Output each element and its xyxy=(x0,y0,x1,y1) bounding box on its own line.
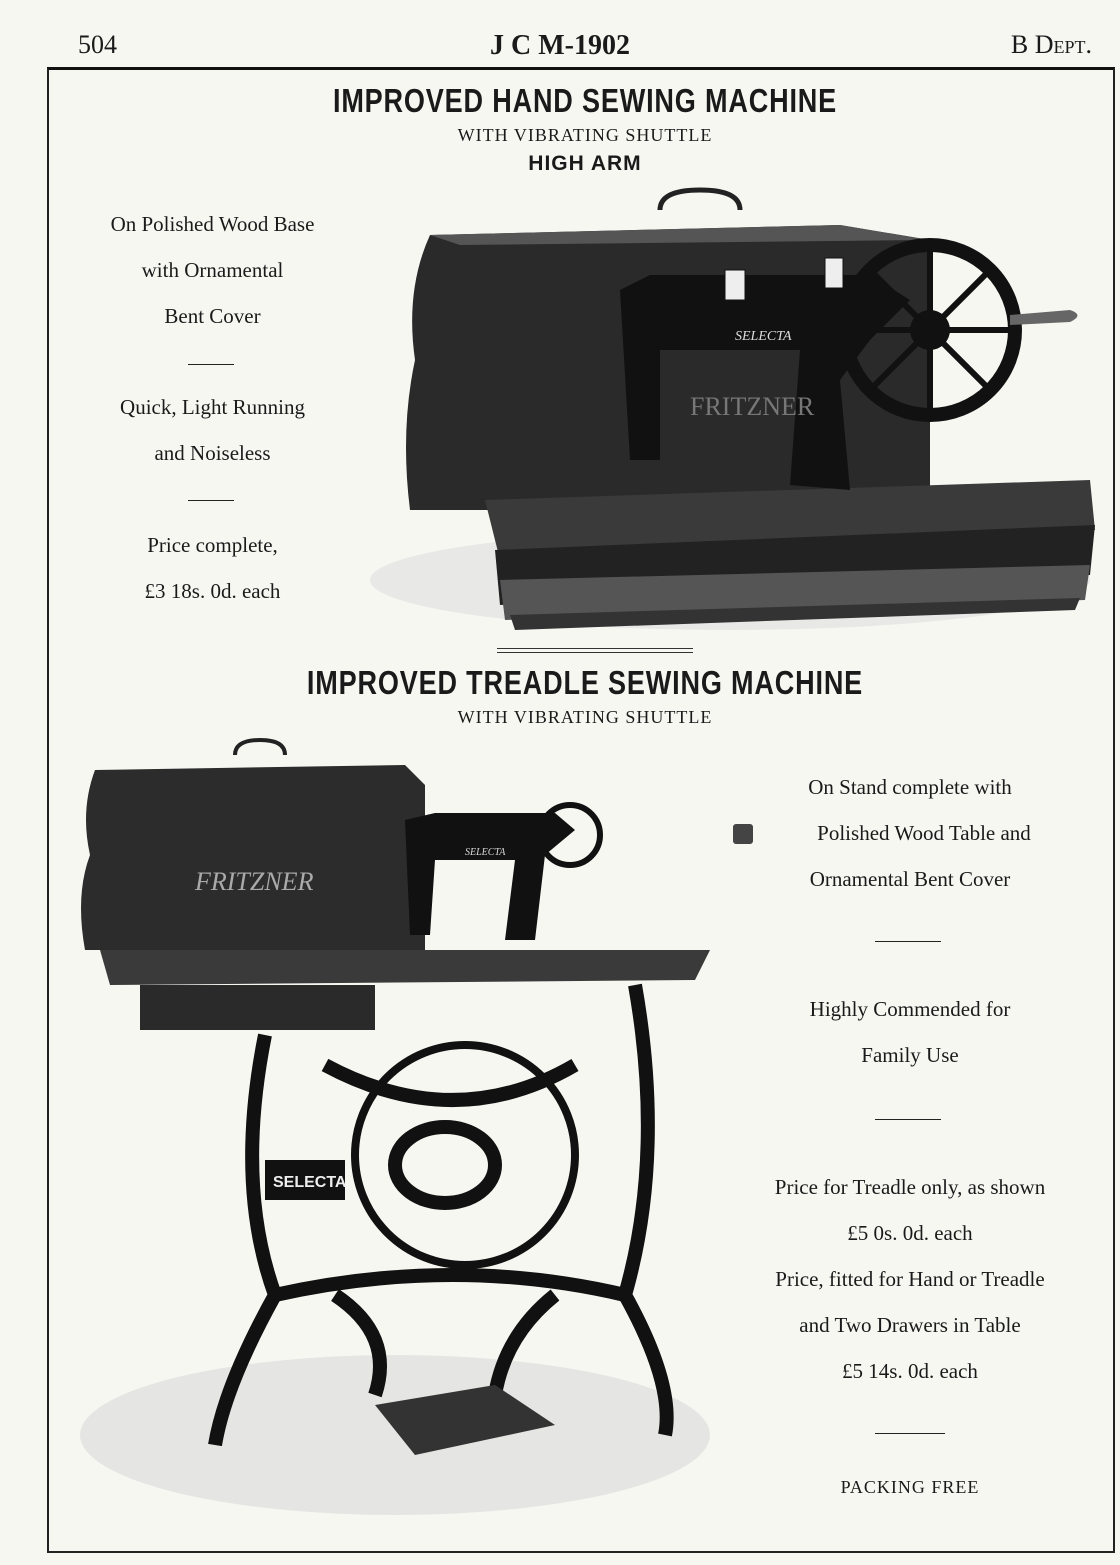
illustration-label-fritzner: FRITZNER xyxy=(194,867,314,896)
hand-machine-description: On Polished Wood Base with Ornamental Be… xyxy=(70,214,355,352)
illustration-label-selecta: SELECTA xyxy=(735,329,792,344)
ornament-icon xyxy=(733,824,753,844)
text-line: £5 0s. 0d. each xyxy=(847,1221,973,1245)
text-line: and Noiseless xyxy=(154,441,271,465)
text-line: Family Use xyxy=(861,1043,959,1067)
illustration-label-fritzner: FRITZNER xyxy=(690,392,815,421)
text-line: £5 14s. 0d. each xyxy=(842,1359,978,1383)
text-line: Highly Commended for xyxy=(809,997,1011,1021)
text-line: and Two Drawers in Table xyxy=(799,1313,1021,1337)
text-line: with Ornamental xyxy=(141,258,284,282)
hand-machine-title: IMPROVED HAND SEWING MACHINE xyxy=(332,82,838,119)
section-divider xyxy=(497,648,693,653)
hand-machine-price: Price complete, £3 18s. 0d. each xyxy=(70,535,355,627)
text-line: £3 18s. 0d. each xyxy=(144,579,281,603)
text-line: Price complete, xyxy=(147,533,278,557)
text-line: On Stand complete with xyxy=(808,775,1012,799)
department-label: B Dept. xyxy=(1010,30,1092,59)
page-frame xyxy=(47,67,1115,1553)
catalog-title: J C M-1902 xyxy=(490,30,630,61)
treadle-machine-description: On Stand complete with Polished Wood Tab… xyxy=(730,777,1090,915)
treadle-sewing-machine-illustration: FRITZNER SELECTA SELECTA xyxy=(80,737,710,1515)
hand-machine-tagline: HIGH ARM xyxy=(528,152,642,175)
illustration-label-selecta: SELECTA xyxy=(465,847,506,858)
text-line: Ornamental Bent Cover xyxy=(809,867,1011,891)
divider xyxy=(875,941,941,942)
treadle-machine-price: Price for Treadle only, as shown £5 0s. … xyxy=(730,1177,1090,1407)
page-number: 504 xyxy=(78,30,117,59)
divider xyxy=(875,1119,941,1120)
hand-machine-subtitle: WITH VIBRATING SHUTTLE xyxy=(457,125,713,145)
divider xyxy=(188,364,234,365)
divider xyxy=(188,500,234,501)
treadle-machine-title: IMPROVED TREADLE SEWING MACHINE xyxy=(306,664,864,701)
text-line: Price, fitted for Hand or Treadle xyxy=(775,1267,1045,1291)
hand-sewing-machine-illustration: SELECTA FRITZNER xyxy=(370,187,1095,630)
treadle-machine-features: Highly Commended for Family Use xyxy=(730,999,1090,1091)
stand-label-selecta: SELECTA xyxy=(273,1174,347,1191)
divider xyxy=(875,1433,945,1434)
text-line: Bent Cover xyxy=(164,304,261,328)
text-line: Quick, Light Running xyxy=(120,395,305,419)
treadle-machine-subtitle: WITH VIBRATING SHUTTLE xyxy=(457,707,713,727)
text-line: Polished Wood Table and xyxy=(817,821,1031,845)
text-line: On Polished Wood Base xyxy=(110,212,315,236)
text-line: Price for Treadle only, as shown xyxy=(774,1175,1046,1199)
hand-machine-features: Quick, Light Running and Noiseless xyxy=(70,397,355,489)
packing-note: PACKING FREE xyxy=(840,1477,980,1497)
